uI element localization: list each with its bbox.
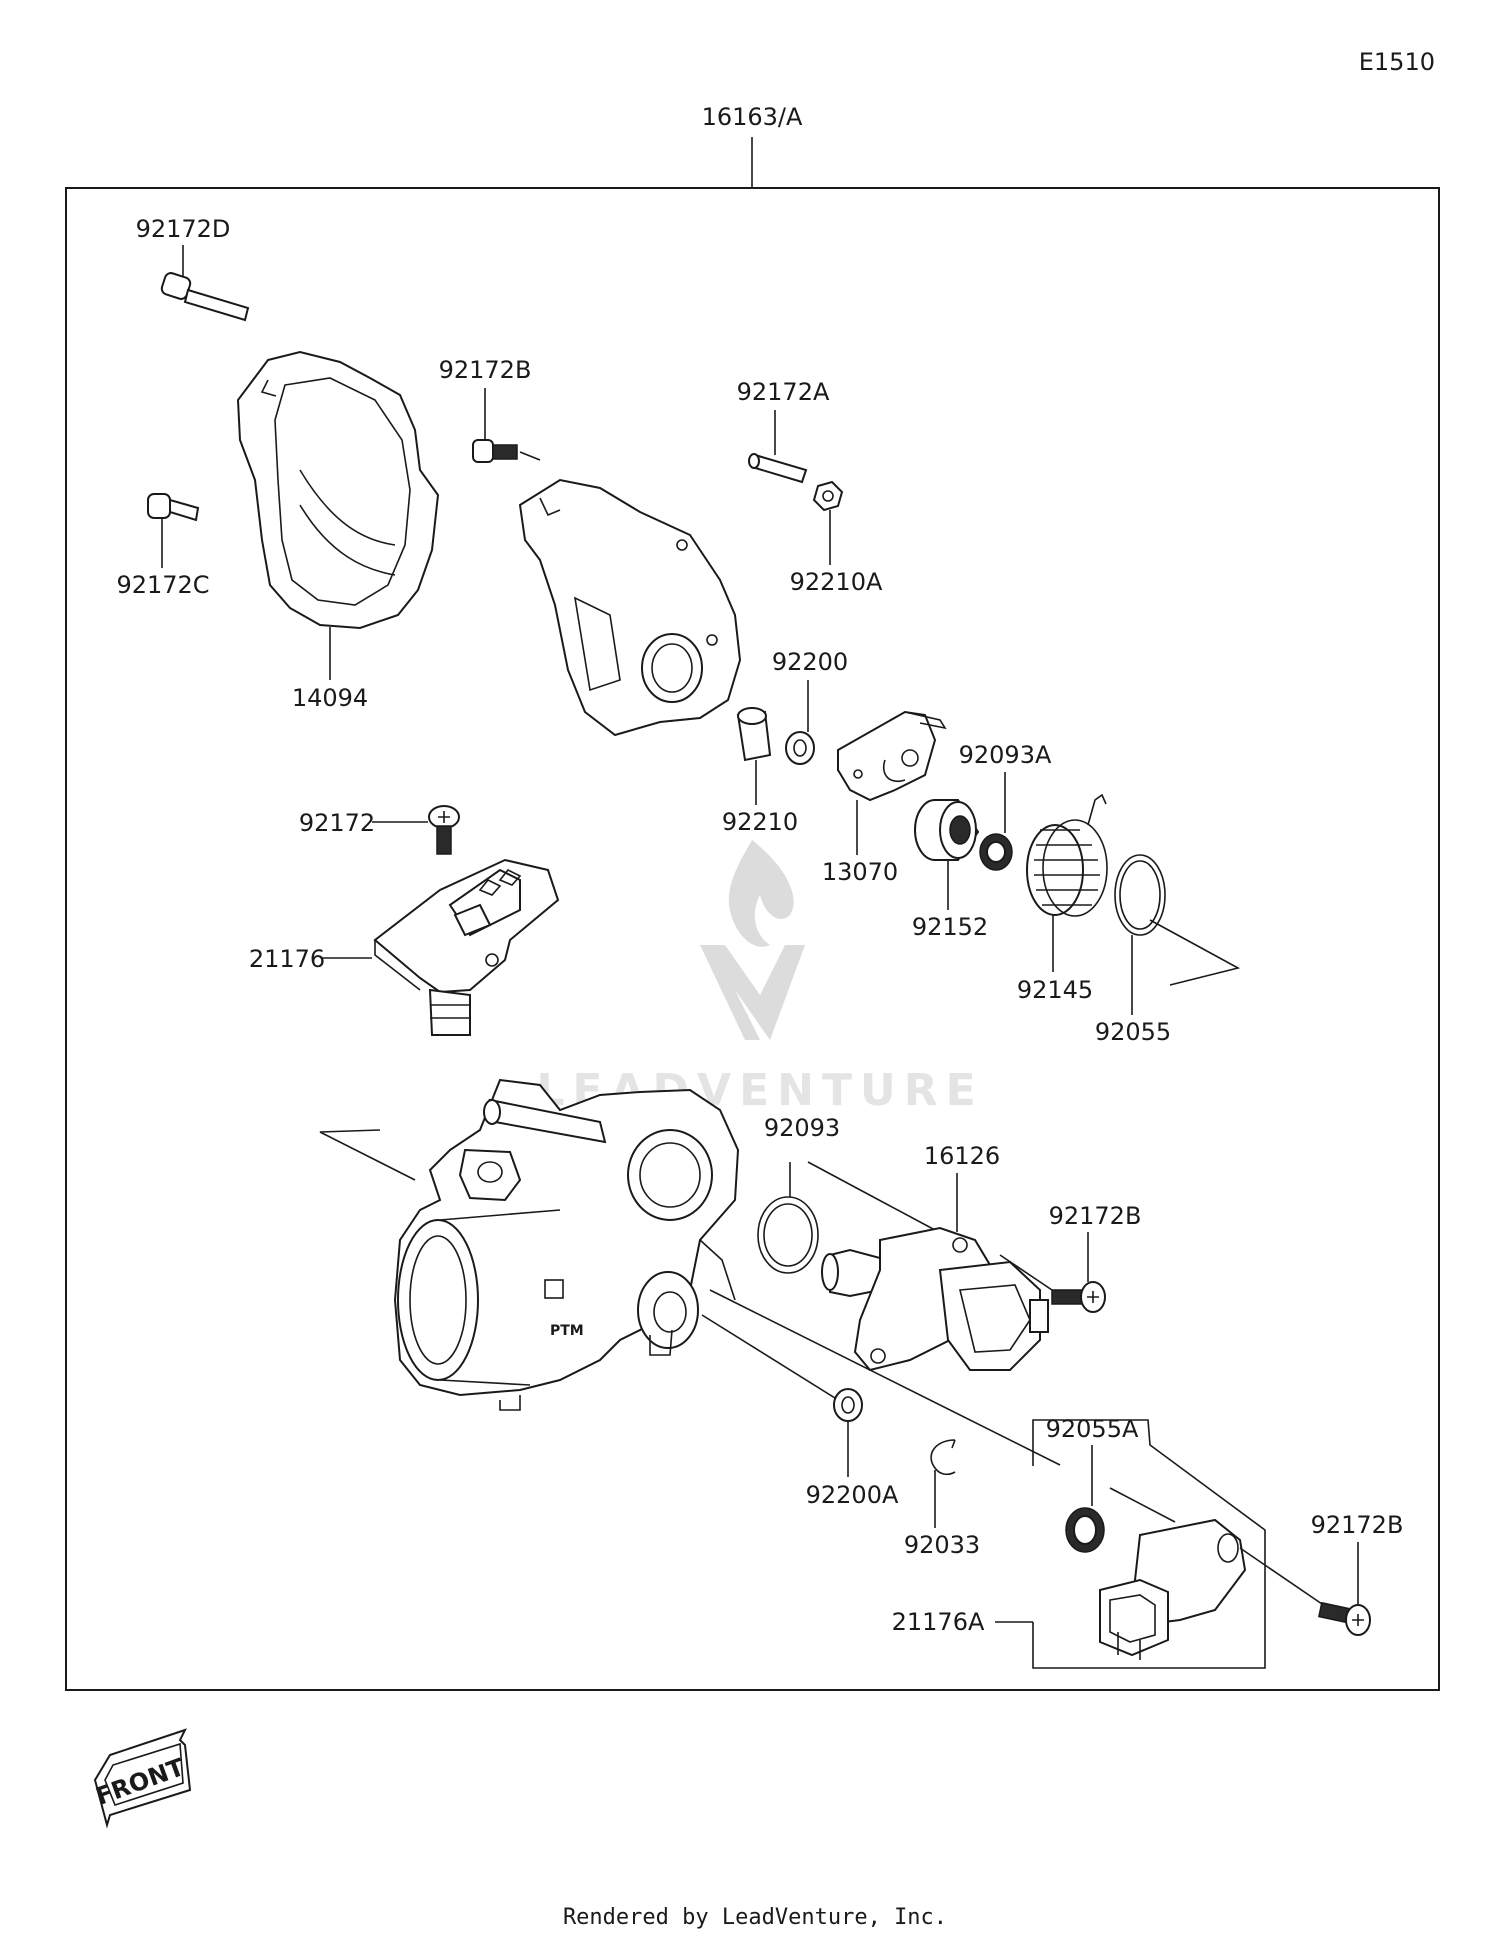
callout-21176[interactable]: 21176 — [249, 945, 325, 973]
part-16126-valve[interactable] — [821, 1226, 1049, 1372]
part-92200A-washer[interactable] — [833, 1388, 863, 1422]
callout-92172A[interactable]: 92172A — [737, 378, 830, 406]
callout-92055[interactable]: 92055 — [1095, 1018, 1171, 1046]
callout-21176A[interactable]: 21176A — [892, 1608, 985, 1636]
part-92200-washer[interactable] — [785, 731, 815, 765]
part-92152-bearing[interactable] — [914, 799, 980, 861]
front-arrow-icon: FRONT — [92, 1728, 192, 1829]
part-92145-spring[interactable] — [1026, 793, 1108, 917]
callout-92210A[interactable]: 92210A — [790, 568, 883, 596]
callout-92172B-top[interactable]: 92172B — [439, 356, 532, 384]
callout-92172[interactable]: 92172 — [299, 809, 375, 837]
part-92172B-screw-mid[interactable] — [1051, 1281, 1106, 1313]
part-92172B-screw-bot[interactable] — [1318, 1601, 1371, 1636]
callout-16126[interactable]: 16126 — [924, 1142, 1000, 1170]
callout-92093[interactable]: 92093 — [764, 1114, 840, 1142]
part-21176-sensor[interactable] — [373, 858, 560, 1036]
part-92172-screw[interactable] — [428, 805, 460, 855]
part-92033-clip[interactable] — [930, 1439, 956, 1476]
part-92210A-nut[interactable] — [812, 480, 844, 512]
assembly-frame — [65, 187, 1440, 1691]
callout-92145[interactable]: 92145 — [1017, 976, 1093, 1004]
part-92055-o-ring[interactable] — [1114, 854, 1166, 936]
assembly-label[interactable]: 16163/A — [702, 103, 803, 131]
diagram-code: E1510 — [1359, 48, 1435, 76]
callout-92093A[interactable]: 92093A — [959, 741, 1052, 769]
part-92093A-seal[interactable] — [979, 833, 1013, 871]
footer-credit: Rendered by LeadVenture, Inc. — [563, 1905, 947, 1930]
part-21176A-sensor[interactable] — [1099, 1518, 1247, 1660]
callout-92055A[interactable]: 92055A — [1046, 1415, 1139, 1443]
part-14094-cover[interactable] — [236, 350, 440, 630]
callout-13070[interactable]: 13070 — [822, 858, 898, 886]
callout-92200A[interactable]: 92200A — [806, 1481, 899, 1509]
part-92093-o-ring[interactable] — [757, 1196, 819, 1274]
callout-92152[interactable]: 92152 — [912, 913, 988, 941]
part-92172B-screw-top[interactable] — [472, 439, 518, 463]
callout-92172D[interactable]: 92172D — [136, 215, 231, 243]
svg-text:PTM: PTM — [550, 1323, 584, 1339]
housing-cover — [518, 478, 742, 737]
callout-92172B-mid[interactable]: 92172B — [1049, 1202, 1142, 1230]
callout-14094[interactable]: 14094 — [292, 684, 368, 712]
part-92172D-bolt[interactable] — [160, 272, 250, 322]
throttle-body: PTM — [393, 1078, 740, 1411]
callout-92200[interactable]: 92200 — [772, 648, 848, 676]
part-13070-plate[interactable] — [837, 710, 947, 802]
part-92210-collar[interactable] — [736, 707, 772, 762]
part-92172A-pin[interactable] — [748, 453, 808, 484]
part-92055A-o-ring[interactable] — [1065, 1507, 1105, 1553]
callout-92033[interactable]: 92033 — [904, 1531, 980, 1559]
callout-92210[interactable]: 92210 — [722, 808, 798, 836]
callout-92172B-bot[interactable]: 92172B — [1311, 1511, 1404, 1539]
callout-92172C[interactable]: 92172C — [116, 571, 209, 599]
part-92172C-bolt[interactable] — [147, 493, 200, 522]
watermark: LEADVENTURE — [536, 840, 976, 1116]
